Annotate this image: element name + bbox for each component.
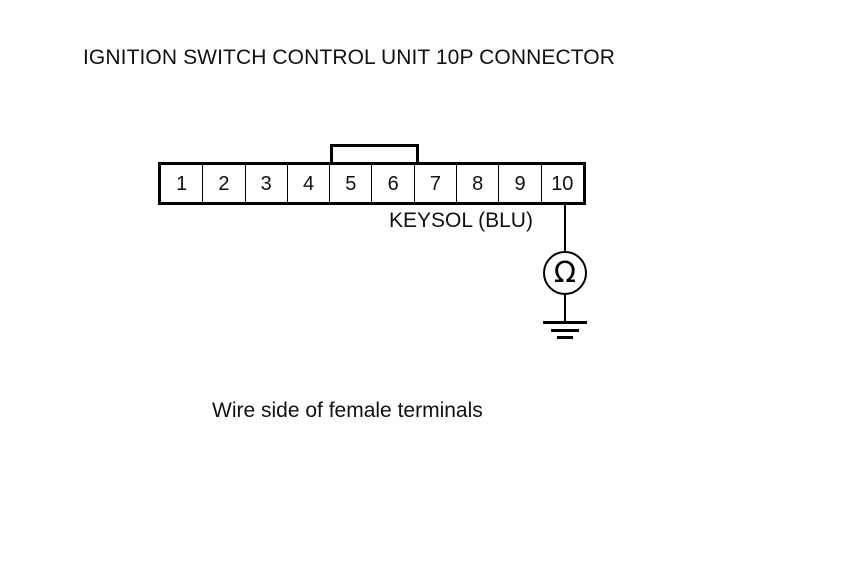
diagram-caption: Wire side of female terminals bbox=[212, 399, 483, 422]
terminal-cell-3: 3 bbox=[245, 165, 288, 202]
wire-label-keysol: KEYSOL (BLU) bbox=[389, 209, 533, 232]
terminal-number-label: 7 bbox=[429, 172, 441, 195]
terminal-cell-7: 7 bbox=[414, 165, 458, 202]
terminal-number-label: 9 bbox=[514, 172, 526, 195]
terminal-cell-6: 6 bbox=[372, 165, 415, 202]
ground-icon-bar-1 bbox=[543, 321, 587, 324]
ground-icon-bar-3 bbox=[557, 336, 573, 339]
terminal-number-label: 6 bbox=[387, 172, 399, 195]
terminal-cell-1: 1 bbox=[161, 165, 204, 202]
ground-icon-bar-2 bbox=[551, 329, 579, 332]
ground-lead-line bbox=[564, 295, 566, 322]
connector-housing-10p: 1 2 3 4 5 6 7 8 bbox=[158, 162, 586, 205]
terminal-cell-5: 5 bbox=[330, 165, 373, 202]
terminal-number-label: 10 bbox=[551, 172, 574, 195]
terminal-cell-2: 2 bbox=[203, 165, 246, 202]
terminal-number-label: 4 bbox=[302, 172, 315, 195]
terminal-number-label: 5 bbox=[345, 172, 357, 195]
terminal-cell-4: 4 bbox=[287, 165, 331, 202]
page-title: IGNITION SWITCH CONTROL UNIT 10P CONNECT… bbox=[83, 46, 615, 69]
terminal-cell-8: 8 bbox=[457, 165, 500, 202]
omega-symbol: Ω bbox=[553, 255, 577, 289]
terminal-number-label: 8 bbox=[472, 172, 484, 195]
connector-locking-tab bbox=[330, 144, 419, 164]
terminal-number-label: 3 bbox=[260, 172, 272, 195]
wire-lead-line bbox=[564, 205, 566, 251]
terminal-number-label: 2 bbox=[218, 172, 230, 195]
ohmmeter-icon: Ω bbox=[543, 251, 587, 295]
terminal-number-label: 1 bbox=[176, 172, 188, 195]
connector-assembly: 1 2 3 4 5 6 7 8 bbox=[158, 144, 586, 205]
terminal-cell-9: 9 bbox=[499, 165, 542, 202]
terminal-cell-10: 10 bbox=[541, 165, 583, 202]
